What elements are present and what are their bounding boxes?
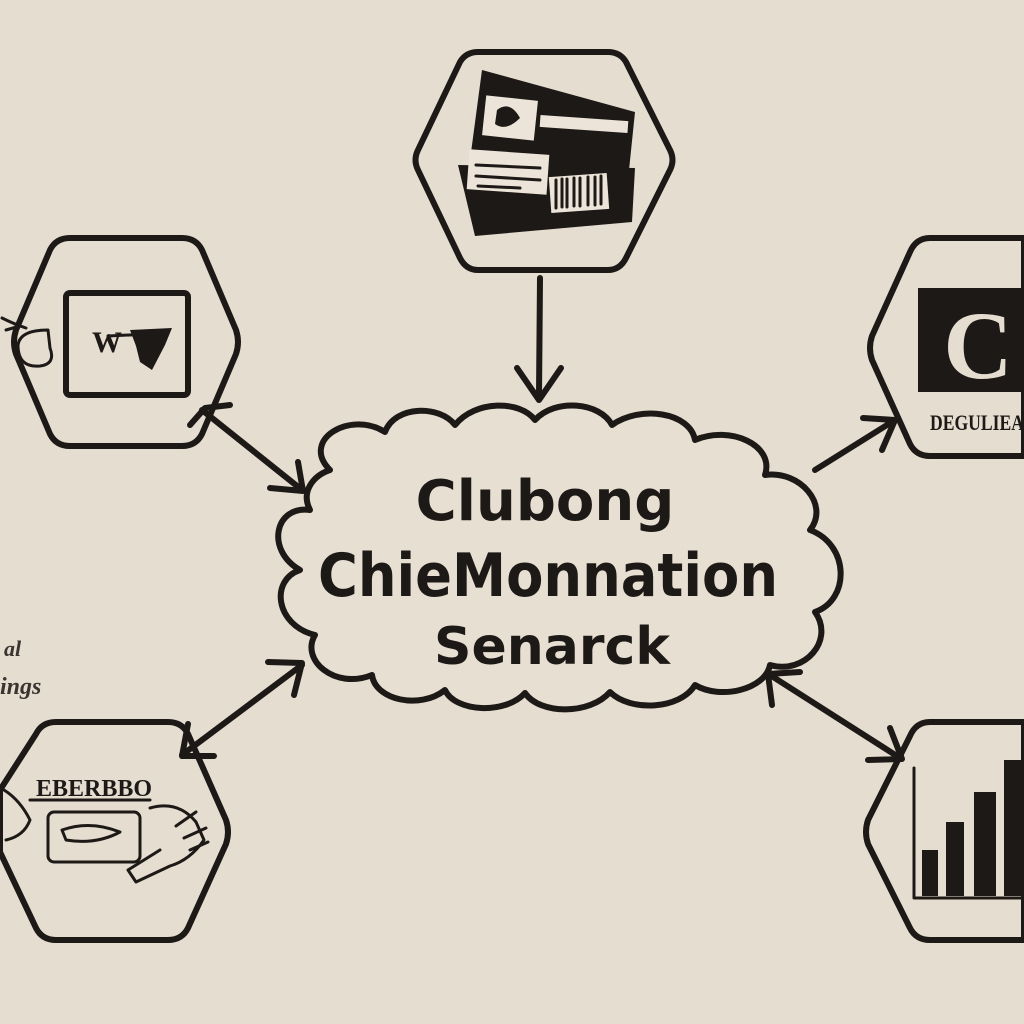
node-left: W	[0, 235, 241, 449]
side-text-line-2: ings	[0, 674, 41, 700]
node-right-label: DEGULIEA	[930, 410, 1024, 435]
node-right-letter: C	[943, 292, 1012, 399]
node-right: C DEGULIEA	[867, 235, 1024, 459]
arrow-center-to-bottomright	[765, 669, 905, 763]
side-text: al ings	[0, 636, 41, 700]
node-bottom-right	[863, 719, 1024, 943]
arrow-left-to-center	[187, 402, 306, 494]
arrow-bottomleft-to-center	[179, 659, 305, 759]
center-title-line-3: Senarck	[434, 617, 671, 677]
node-top	[412, 49, 676, 273]
side-text-line-1: al	[4, 636, 22, 661]
node-bottom-left: EBERBBO	[0, 719, 231, 943]
hook-icon	[0, 316, 54, 368]
window-screen-icon: W	[63, 290, 191, 398]
arrow-center-to-right	[812, 415, 898, 473]
center-title-line-1: Clubong	[416, 469, 675, 534]
hand-card-icon: EBERBBO	[2, 776, 210, 884]
node-bottom-left-label: EBERBBO	[36, 776, 152, 802]
node-left-label: W	[92, 326, 122, 359]
wallet-card-icon	[458, 70, 635, 236]
bar-chart-icon	[912, 760, 1024, 900]
center-title-line-2: ChieMonnation	[318, 541, 778, 611]
arrow-top-to-center	[514, 275, 564, 403]
center-cloud: Clubong ChieMonnation Senarck	[275, 402, 844, 713]
connectors	[179, 275, 905, 763]
letter-c-icon: C	[918, 288, 1024, 399]
